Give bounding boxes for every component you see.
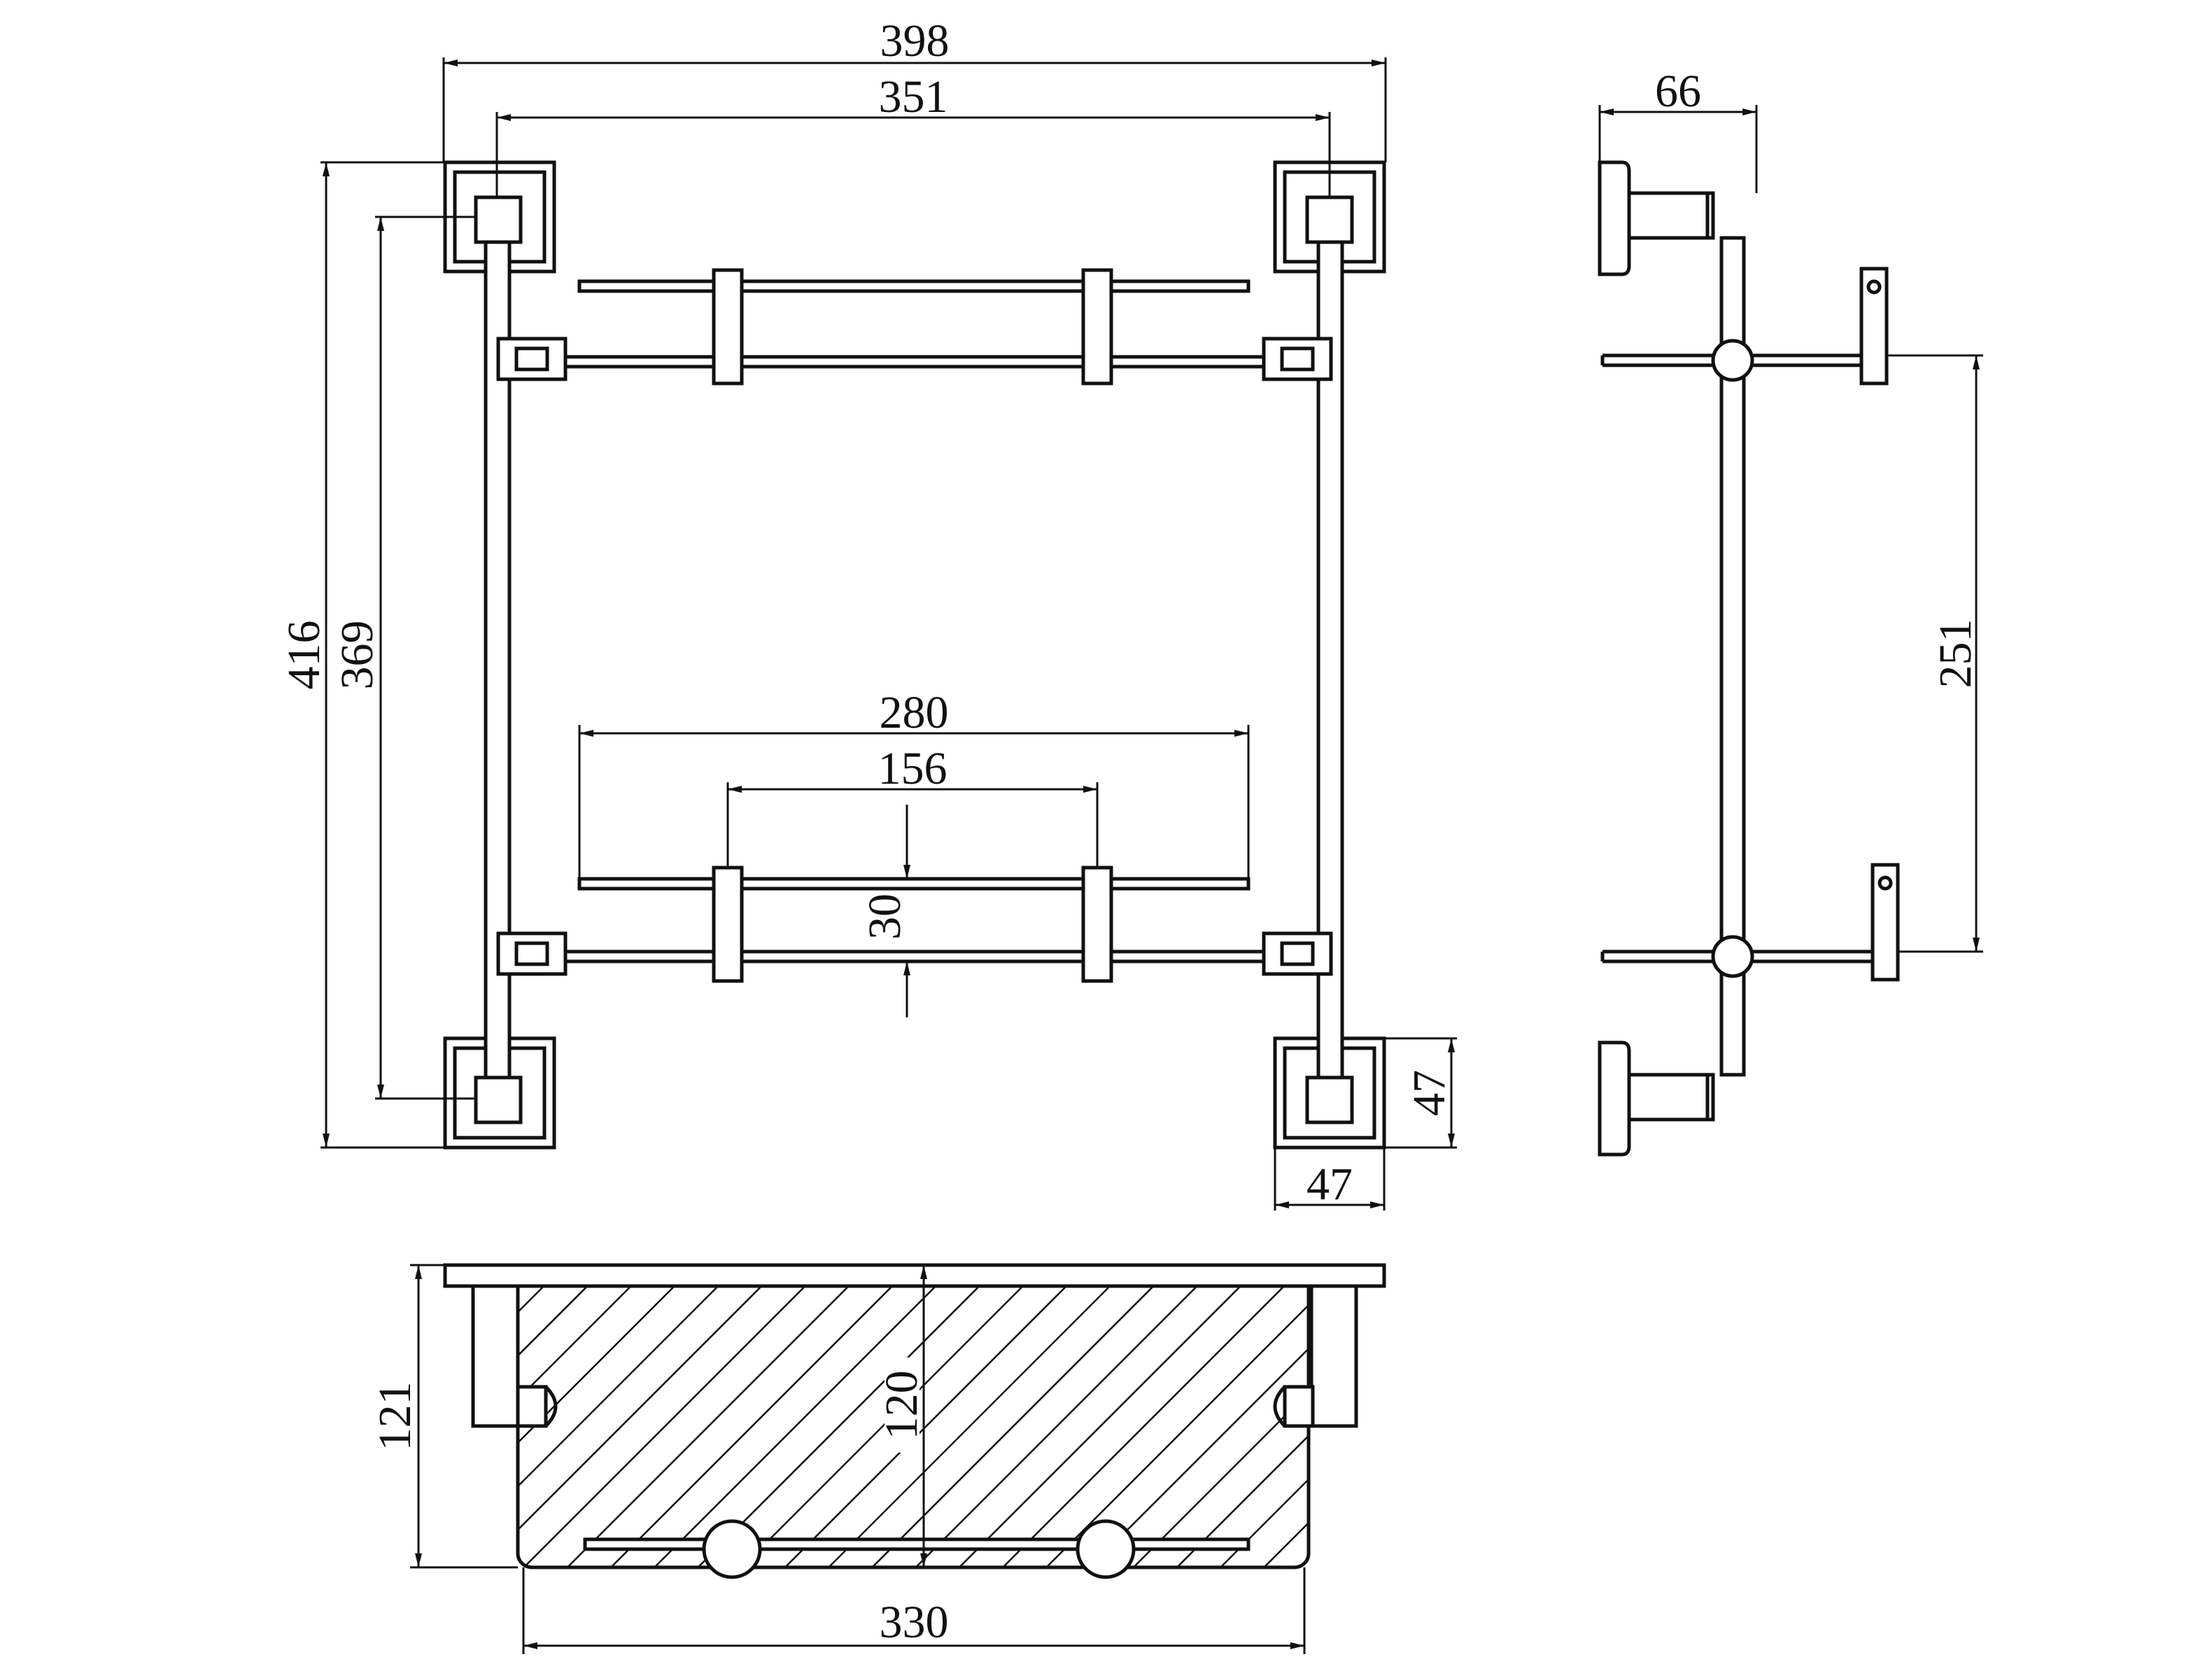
- front-view: 398 351 416 369 280: [279, 15, 1457, 1210]
- dimension-base-width: 47: [1274, 1148, 1386, 1210]
- dimension-overall-width: 398: [442, 15, 1387, 162]
- dim-label-66: 66: [1655, 66, 1701, 117]
- side-lower-shelf: [1600, 863, 1900, 982]
- dim-label-398: 398: [880, 15, 950, 66]
- dimension-inner-height: 369: [332, 216, 476, 1100]
- dim-label-251: 251: [1930, 619, 1981, 689]
- dim-label-47-horizontal: 47: [1306, 1159, 1353, 1210]
- top-left-bracket: [471, 1284, 558, 1428]
- dimension-bracket-spacing: 156: [726, 743, 1099, 868]
- dimension-shelf-spacing: 251: [1887, 354, 1983, 953]
- side-wall-mount-bottom: [1598, 1040, 1715, 1157]
- dim-label-121: 121: [369, 1382, 421, 1451]
- lower-shelf: [496, 866, 1333, 983]
- top-view: 121 120 330: [369, 1263, 1386, 1654]
- dim-label-416: 416: [279, 621, 330, 690]
- dim-label-120: 120: [876, 1371, 927, 1440]
- top-knob-left: [702, 1519, 762, 1579]
- top-knob-right: [1076, 1519, 1136, 1579]
- dimension-rail-gap: 30: [859, 805, 910, 1017]
- dimension-side-depth: 66: [1598, 66, 1758, 193]
- side-view: 66 251: [1598, 66, 1983, 1157]
- dim-label-330: 330: [880, 1597, 949, 1648]
- dim-label-369: 369: [332, 621, 383, 690]
- dim-label-156: 156: [878, 743, 947, 794]
- dimension-base-height: 47: [1384, 1037, 1457, 1149]
- side-upper-shelf: [1600, 267, 1889, 386]
- top-wall-bar: [443, 1263, 1386, 1288]
- dimension-glass-width: 330: [522, 1567, 1306, 1654]
- dimension-overall-height: 416: [279, 161, 445, 1149]
- dim-label-351: 351: [879, 71, 948, 122]
- dimension-top-depth: 121: [369, 1264, 518, 1569]
- top-front-rail: [583, 1537, 1251, 1551]
- dim-label-30: 30: [859, 894, 910, 940]
- dimension-shelf-length: 280: [578, 687, 1250, 879]
- top-right-bracket: [1273, 1284, 1358, 1428]
- dimension-inner-width: 351: [495, 71, 1331, 197]
- dimension-glass-depth: 120: [876, 1265, 927, 1567]
- dim-label-280: 280: [880, 687, 949, 738]
- side-wall-mount-top: [1598, 160, 1715, 276]
- dim-label-47-vertical: 47: [1404, 1070, 1455, 1116]
- upper-shelf: [496, 268, 1333, 386]
